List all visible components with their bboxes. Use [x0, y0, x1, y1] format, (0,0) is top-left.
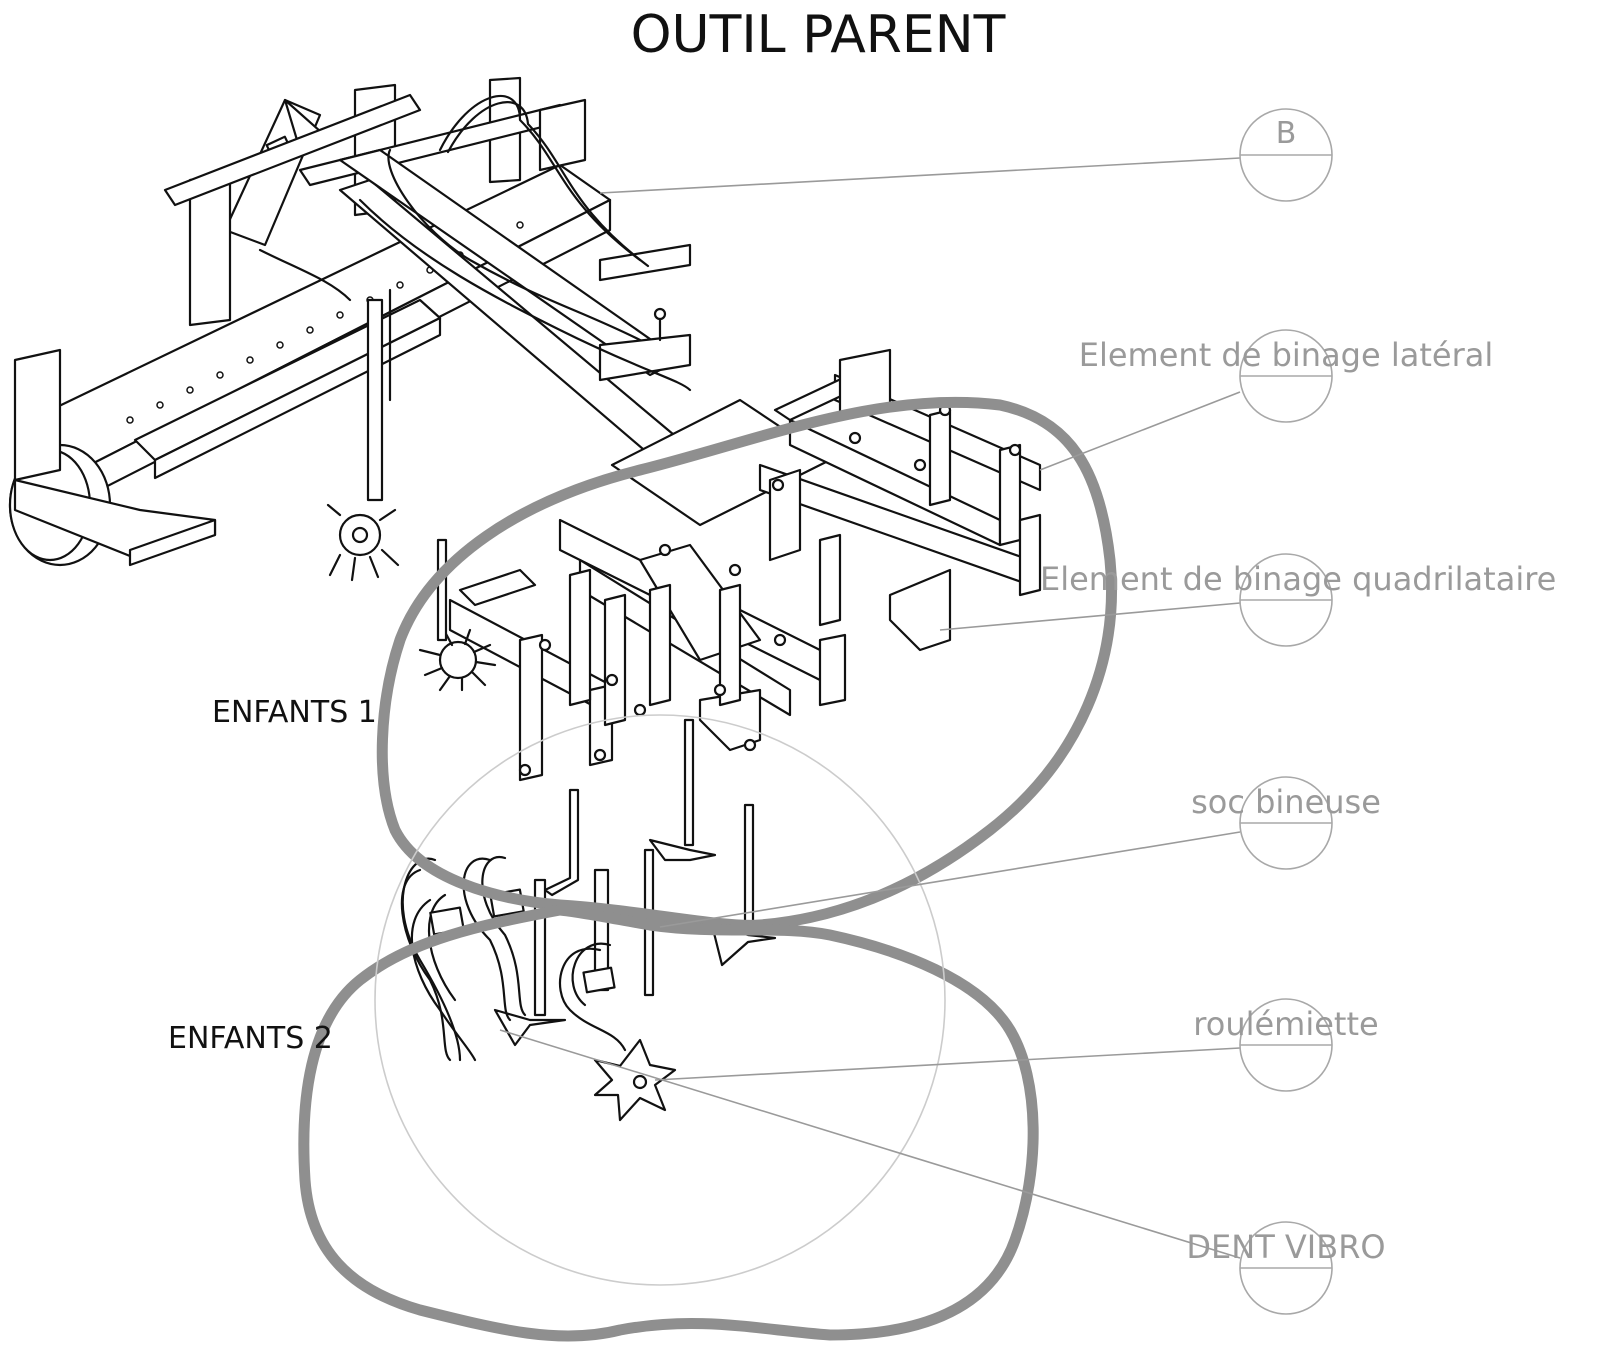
callout-element-quadrilataire: Element de binage quadrilataire — [939, 553, 1556, 647]
enfants-2-label: ENFANTS 2 — [168, 1021, 333, 1056]
enfants-1-outline — [376, 396, 1117, 931]
callout-soc-bineuse: soc bineuse — [659, 776, 1381, 928]
child-elements-2 — [400, 718, 777, 1122]
callout-dent-vibro: DENT VIBRO — [499, 1029, 1386, 1315]
parent-tool-frame — [8, 76, 832, 582]
element-binage-quadrilataire-label: Element de binage quadrilataire — [1040, 560, 1556, 598]
callout-b: B — [599, 108, 1333, 202]
roulemiette-label: roulémiette — [1193, 1005, 1378, 1043]
enfants-1-label: ENFANTS 1 — [212, 695, 377, 730]
callout-element-lateral: Element de binage latéral — [1039, 329, 1493, 471]
element-binage-lateral-label: Element de binage latéral — [1079, 336, 1493, 374]
balloon-letter-b: B — [1276, 116, 1297, 151]
drawing-title: OUTIL PARENT — [631, 5, 1006, 65]
enfants-2-circle — [374, 714, 946, 1286]
callout-roulemiette: roulémiette — [654, 998, 1379, 1092]
soc-bineuse-label: soc bineuse — [1191, 783, 1381, 821]
enfants-2-outline — [298, 904, 1039, 1342]
dent-vibro-label: DENT VIBRO — [1186, 1228, 1385, 1266]
